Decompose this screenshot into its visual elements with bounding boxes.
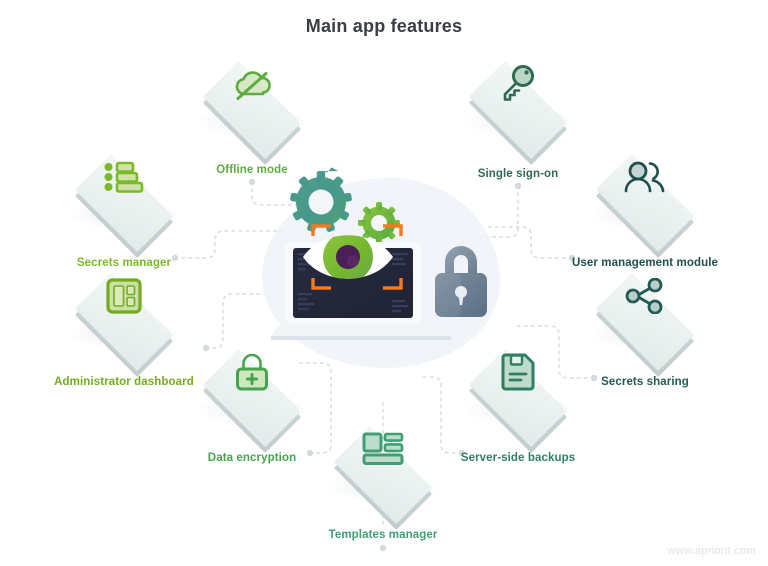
isometric-platform (456, 60, 580, 166)
isometric-platform (62, 153, 186, 259)
feature-label-server-side-backups: Server-side backups (460, 452, 576, 464)
dashboard-grid-icon (102, 274, 146, 318)
feature-label-templates-manager: Templates manager (328, 529, 438, 541)
gear-large-icon (290, 164, 352, 232)
eye-scan-icon (303, 235, 393, 279)
feature-label-data-encryption: Data encryption (207, 452, 297, 464)
feature-label-offline-mode: Offline mode (216, 164, 288, 176)
share-nodes-icon (623, 274, 667, 318)
lock-plus-icon (230, 350, 274, 394)
list-bullets-icon (102, 155, 146, 199)
feature-label-single-sign-on: Single sign-on (477, 168, 559, 180)
central-illustration (255, 160, 515, 365)
users-icon (623, 155, 667, 199)
feature-label-user-management-module: User management module (572, 257, 718, 269)
feature-label-secrets-manager: Secrets manager (76, 257, 172, 269)
isometric-platform (321, 425, 445, 531)
isometric-platform (583, 153, 707, 259)
isometric-platform (190, 60, 314, 166)
isometric-platform (62, 272, 186, 378)
page-title: Main app features (305, 16, 463, 36)
isometric-platform (583, 272, 707, 378)
focus-brackets-icon (311, 224, 403, 290)
isometric-platform (456, 348, 580, 454)
isometric-platform (190, 348, 314, 454)
key-icon (496, 62, 540, 106)
feature-label-administrator-dashboard: Administrator dashboard (54, 376, 194, 388)
templates-layout-icon (361, 427, 405, 471)
padlock-icon (435, 246, 487, 317)
feature-label-secrets-sharing: Secrets sharing (601, 376, 689, 388)
watermark: www.apriorit.com (667, 545, 756, 557)
save-disk-icon (496, 350, 540, 394)
cloud-off-icon (230, 62, 274, 106)
